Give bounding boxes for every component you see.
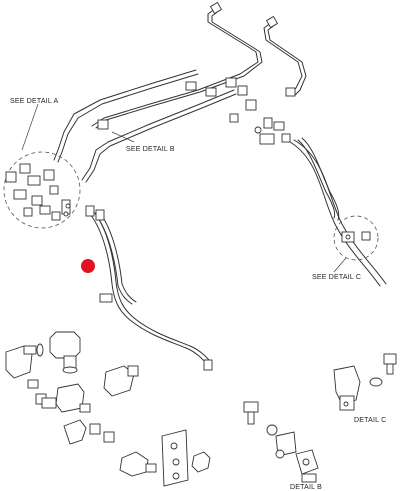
see-detail-a-callout: SEE DETAIL A bbox=[10, 98, 59, 105]
exploded-fittings-left bbox=[5, 331, 211, 487]
left-hose-pair bbox=[85, 205, 213, 371]
detail-c-label: DETAIL C bbox=[354, 417, 387, 424]
see-detail-b-callout: SEE DETAIL B bbox=[126, 146, 175, 153]
see-detail-c-callout: SEE DETAIL C bbox=[312, 274, 362, 281]
detail-c-exploded bbox=[333, 353, 397, 411]
detail-b-exploded bbox=[243, 401, 319, 483]
detail-a-cluster bbox=[3, 103, 81, 229]
rigid-tube-assembly bbox=[53, 1, 307, 183]
right-hose-pair bbox=[289, 137, 387, 287]
detail-c-circle bbox=[333, 215, 379, 261]
detail-b-label: DETAIL B bbox=[290, 484, 322, 491]
location-marker-dot bbox=[81, 259, 95, 273]
detail-b-leader bbox=[111, 131, 135, 143]
detail-a-circle bbox=[3, 151, 81, 229]
detail-a-leader bbox=[21, 103, 39, 151]
detail-c-leader bbox=[333, 257, 347, 273]
